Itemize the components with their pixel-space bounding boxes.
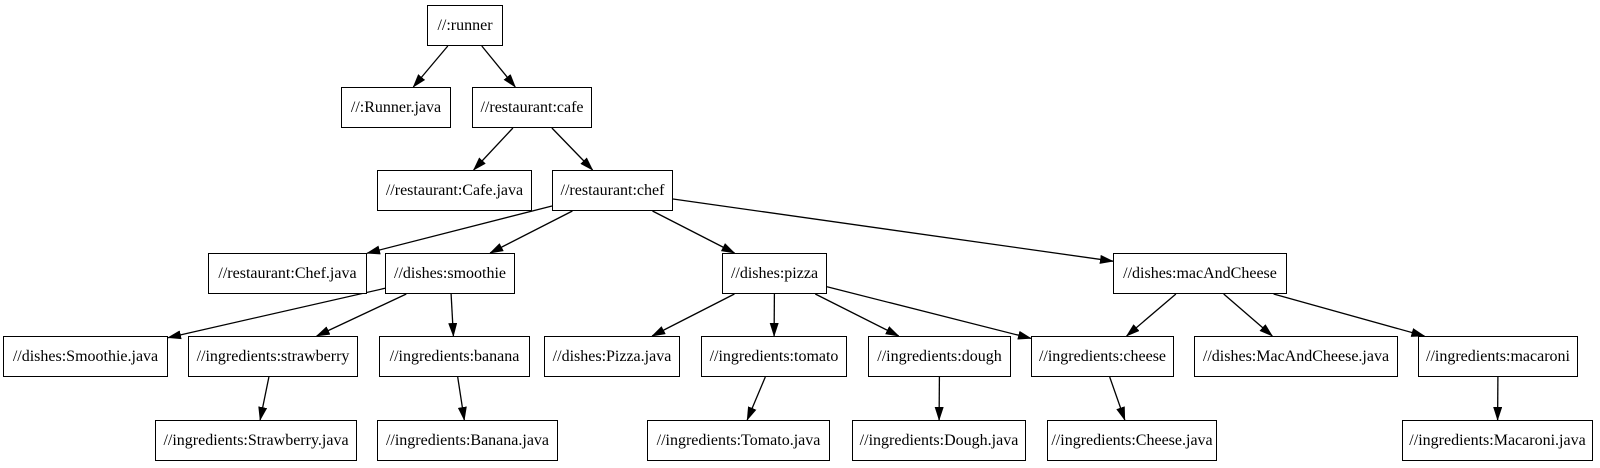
edge-macandcheese-macandcheese_java xyxy=(1223,293,1274,337)
edge-cafe-cafe_java xyxy=(472,127,514,171)
edge-smoothie-smoothie_java xyxy=(167,287,386,340)
node-label: //dishes:macAndCheese xyxy=(1123,264,1277,282)
graph-node-runner_java: //:Runner.java xyxy=(341,87,451,128)
edge-runner-runner_java xyxy=(412,45,449,88)
edge-runner-cafe xyxy=(481,45,516,88)
node-label: //ingredients:tomato xyxy=(709,347,839,365)
node-label: //dishes:pizza xyxy=(730,264,819,282)
node-label: //ingredients:macaroni xyxy=(1426,347,1570,365)
edge-chef-pizza xyxy=(652,210,736,254)
node-label: //restaurant:chef xyxy=(560,181,665,199)
node-label: //ingredients:Cheese.java xyxy=(1051,431,1213,449)
graph-node-pizza_java: //dishes:Pizza.java xyxy=(544,336,680,377)
graph-node-dough_java: //ingredients:Dough.java xyxy=(852,420,1026,461)
edge-macandcheese-cheese xyxy=(1125,293,1177,337)
node-label: //restaurant:Cafe.java xyxy=(385,181,524,199)
graph-node-cafe_java: //restaurant:Cafe.java xyxy=(377,170,532,211)
edge-pizza-cheese xyxy=(826,286,1032,340)
graph-node-chef_java: //restaurant:Chef.java xyxy=(208,253,367,294)
node-label: //ingredients:Strawberry.java xyxy=(163,431,349,449)
edge-chef-chef_java xyxy=(366,205,553,255)
graph-node-macandcheese_java: //dishes:MacAndCheese.java xyxy=(1194,336,1398,377)
node-label: //dishes:Pizza.java xyxy=(552,347,672,365)
graph-node-macandcheese: //dishes:macAndCheese xyxy=(1113,253,1287,294)
node-label: //ingredients:Macaroni.java xyxy=(1409,431,1586,449)
node-label: //restaurant:cafe xyxy=(480,98,584,116)
node-label: //ingredients:strawberry xyxy=(196,347,350,365)
node-label: //ingredients:Tomato.java xyxy=(656,431,821,449)
node-label: //ingredients:Dough.java xyxy=(859,431,1019,449)
graph-node-banana_java: //ingredients:Banana.java xyxy=(377,420,558,461)
edge-strawberry-strawberry_java xyxy=(258,376,270,421)
graph-node-tomato: //ingredients:tomato xyxy=(701,336,847,377)
edge-smoothie-strawberry xyxy=(315,293,407,337)
graph-node-tomato_java: //ingredients:Tomato.java xyxy=(647,420,830,461)
edge-chef-macandcheese xyxy=(672,198,1114,264)
node-label: //ingredients:Banana.java xyxy=(385,431,550,449)
node-label: //ingredients:banana xyxy=(389,347,520,365)
graph-node-smoothie_java: //dishes:Smoothie.java xyxy=(3,336,168,377)
edge-pizza-pizza_java xyxy=(651,293,735,337)
graph-node-chef: //restaurant:chef xyxy=(552,170,673,211)
edge-tomato-tomato_java xyxy=(746,376,766,421)
node-label: //:Runner.java xyxy=(350,98,442,116)
graph-node-strawberry: //ingredients:strawberry xyxy=(188,336,358,377)
graph-node-macaroni_java: //ingredients:Macaroni.java xyxy=(1402,420,1593,461)
graph-node-banana: //ingredients:banana xyxy=(379,336,530,377)
edge-macandcheese-macaroni xyxy=(1273,293,1426,337)
graph-node-strawberry_java: //ingredients:Strawberry.java xyxy=(155,420,357,461)
node-label: //dishes:MacAndCheese.java xyxy=(1202,347,1390,365)
node-label: //ingredients:dough xyxy=(877,347,1002,365)
graph-node-smoothie: //dishes:smoothie xyxy=(385,253,515,294)
graph-node-cafe: //restaurant:cafe xyxy=(472,87,592,128)
graph-node-pizza: //dishes:pizza xyxy=(722,253,827,294)
edge-cheese-cheese_java xyxy=(1109,376,1126,421)
edge-pizza-dough xyxy=(815,293,900,337)
edge-chef-smoothie xyxy=(489,210,573,254)
edge-smoothie-banana xyxy=(448,293,458,337)
graph-node-runner: //:runner xyxy=(427,5,503,46)
graph-node-dough: //ingredients:dough xyxy=(868,336,1011,377)
node-label: //dishes:Smoothie.java xyxy=(12,347,159,365)
graph-node-cheese_java: //ingredients:Cheese.java xyxy=(1047,420,1217,461)
edge-banana-banana_java xyxy=(457,376,467,421)
graph-node-cheese: //ingredients:cheese xyxy=(1031,336,1174,377)
node-label: //ingredients:cheese xyxy=(1038,347,1167,365)
graph-node-macaroni: //ingredients:macaroni xyxy=(1418,336,1578,377)
node-label: //restaurant:Chef.java xyxy=(218,264,357,282)
node-label: //dishes:smoothie xyxy=(394,264,506,282)
node-label: //:runner xyxy=(437,16,493,34)
edge-cafe-chef xyxy=(551,127,594,171)
